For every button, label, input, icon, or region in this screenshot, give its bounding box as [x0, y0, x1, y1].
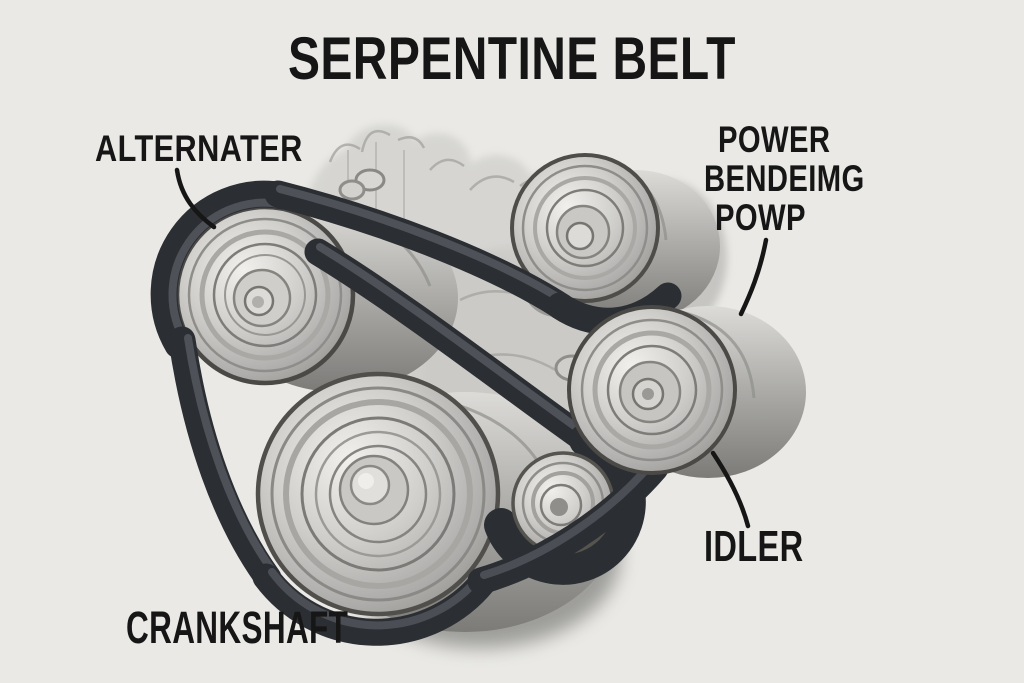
label-crankshaft: CRANKSHAFT	[126, 602, 349, 653]
label-idler: IDLER	[704, 522, 804, 571]
alternator-pulley	[174, 204, 458, 392]
idler-pulley	[567, 305, 806, 478]
alternator-leader-line	[174, 167, 217, 230]
power-steering-leader-line	[738, 237, 769, 317]
belt-upper-runs	[150, 180, 682, 592]
diagram-title-text: SERPENTINE BELT	[288, 25, 736, 92]
belt-lower-runs	[252, 454, 669, 646]
power-steering-pulley	[510, 153, 720, 322]
label-ps-line1: POWER	[718, 119, 831, 160]
label-ps-line3: POWP	[715, 197, 806, 238]
label-ps-line2: BENDEIMG	[704, 158, 865, 199]
diagram-title: SERPENTINE BELT	[0, 29, 1024, 89]
label-alternator: ALTERNATER	[95, 128, 303, 169]
idler-leader-line	[710, 450, 751, 529]
label-power-steering-pump: POWER BENDEIMG POWP	[704, 120, 907, 237]
